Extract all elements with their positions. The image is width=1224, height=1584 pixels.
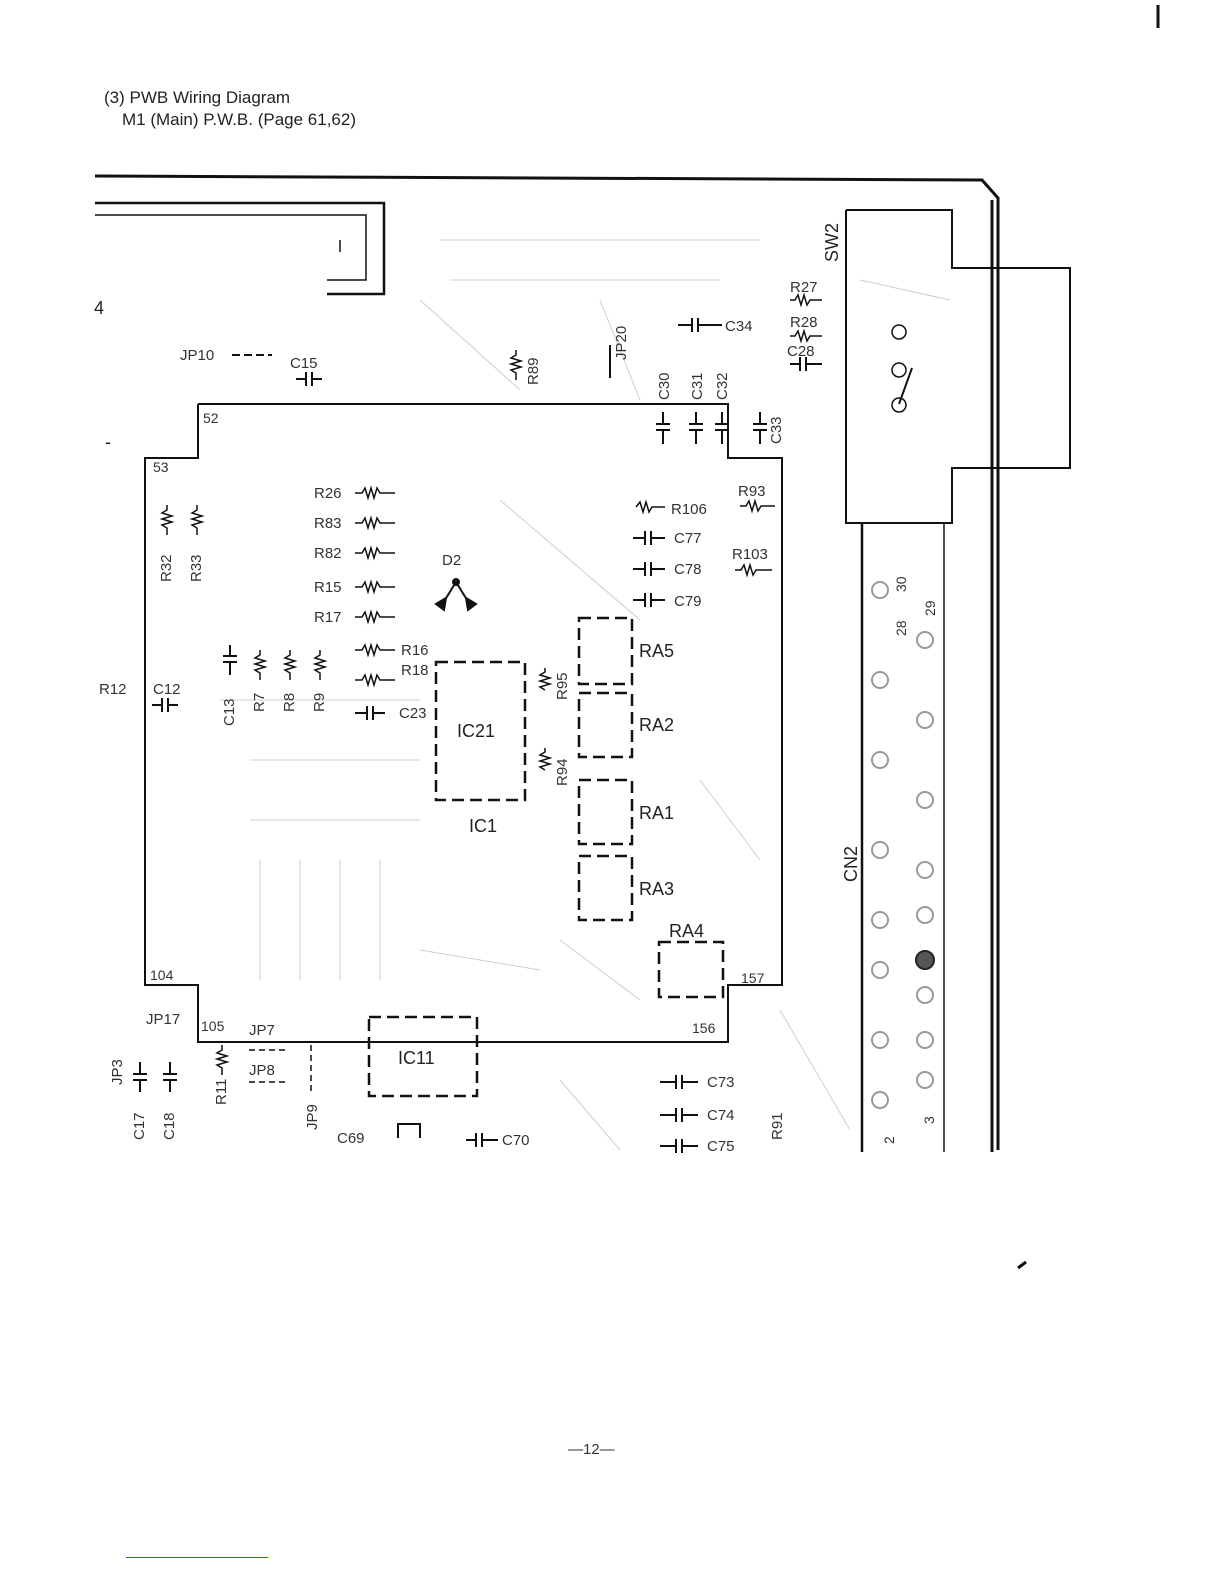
r94-label: R94 [554,758,571,786]
r17-label: R17 [314,609,342,626]
cn2-label: CN2 [841,846,861,882]
pcb-traces [220,239,951,1151]
r82-label: R82 [314,545,342,562]
r8-label: R8 [281,693,298,712]
ic21-outline [434,660,527,802]
c73-label: C73 [707,1074,735,1091]
cn2-pin-2: 2 [881,1136,897,1144]
dash-mark: - [105,432,111,452]
r32-label: R32 [158,554,175,582]
d2-label: D2 [442,552,461,569]
d2-diode-symbol [434,578,478,612]
c33-label: C33 [768,416,785,444]
c79-label: C79 [674,593,702,610]
r9-label: R9 [311,693,328,712]
stray-mark [1017,1260,1027,1270]
ic1-label: IC1 [469,816,497,836]
sw2-housing [845,209,1071,524]
c69-label: C69 [337,1130,365,1147]
cn2-connector [860,200,994,1152]
board-outline [94,174,1000,1150]
r18-label: R18 [401,662,429,679]
pin-105: 105 [201,1018,225,1034]
c28-label: C28 [787,343,815,360]
c32-label: C32 [714,372,731,400]
c30-label: C30 [656,372,673,400]
pin-157: 157 [741,970,765,986]
dashed-components [367,616,725,1098]
r91-label: R91 [769,1112,786,1140]
jp3-label: JP3 [109,1059,126,1085]
c13-label: C13 [221,698,238,726]
r89-label: R89 [525,357,542,385]
r7-label: R7 [251,693,268,712]
vertical-resistor-symbols [159,350,553,1075]
c12-label: C12 [153,681,181,698]
r15-label: R15 [314,579,342,596]
jp20-label: JP20 [613,326,630,360]
jp17-label: JP17 [146,1011,180,1028]
c78-label: C78 [674,561,702,578]
cn2-pads [871,581,935,1109]
r16-label: R16 [401,642,429,659]
ra1-outline [577,778,634,846]
section-title: (3) PWB Wiring Diagram [104,88,291,107]
cn2-pin-3: 3 [921,1116,937,1124]
ra5-label: RA5 [639,641,674,661]
cn2-pin-30: 30 [893,576,909,592]
jp8-label: JP8 [249,1062,275,1079]
r33-label: R33 [188,554,205,582]
pin-53: 53 [153,459,169,475]
board-title: M1 (Main) P.W.B. (Page 61,62) [122,110,357,129]
r95-label: R95 [554,672,571,700]
c75-label: C75 [707,1138,735,1155]
resistor-symbols [355,292,822,688]
jp10-label: JP10 [180,347,214,364]
footer-rule [126,1557,268,1558]
r83-label: R83 [314,515,342,532]
r12-label: R12 [99,681,127,698]
cn2-pin-28: 28 [893,620,909,636]
page-number: —12— [568,1441,615,1458]
r106-label: R106 [671,501,707,518]
r103-label: R103 [732,546,768,563]
ra5-outline [577,616,634,686]
capacitor-symbols [133,318,822,1153]
ic21-label: IC21 [457,721,495,741]
r26-label: R26 [314,485,342,502]
c17-label: C17 [131,1112,148,1140]
ra2-label: RA2 [639,715,674,735]
ra1-label: RA1 [639,803,674,823]
ra2-outline [577,691,634,759]
ic1-footprint [144,403,783,1043]
pin-104: 104 [150,967,174,983]
c34-label: C34 [725,318,753,335]
ic11-label: IC11 [398,1048,435,1068]
c23-label: C23 [399,705,427,722]
c15-label: C15 [290,355,318,372]
c77-label: C77 [674,530,702,547]
ra3-outline [577,854,634,922]
pin-156: 156 [692,1020,716,1036]
r93-label: R93 [738,483,766,500]
cn2-pin-29: 29 [922,600,938,616]
ra4-label: RA4 [669,921,704,941]
c74-label: C74 [707,1107,735,1124]
c31-label: C31 [689,372,706,400]
jp7-label: JP7 [249,1022,275,1039]
c18-label: C18 [161,1112,178,1140]
jp9-label: JP9 [304,1104,321,1130]
ic11-outline [367,1015,479,1098]
r11-label: R11 [213,1079,230,1105]
sw2-label: SW2 [822,223,842,262]
r27-label: R27 [790,279,818,296]
ra3-label: RA3 [639,879,674,899]
pin-52: 52 [203,410,219,426]
c70-label: C70 [502,1132,530,1149]
connector-label-4: 4 [94,298,104,318]
r28-label: R28 [790,314,818,331]
ra4-outline [657,940,725,999]
